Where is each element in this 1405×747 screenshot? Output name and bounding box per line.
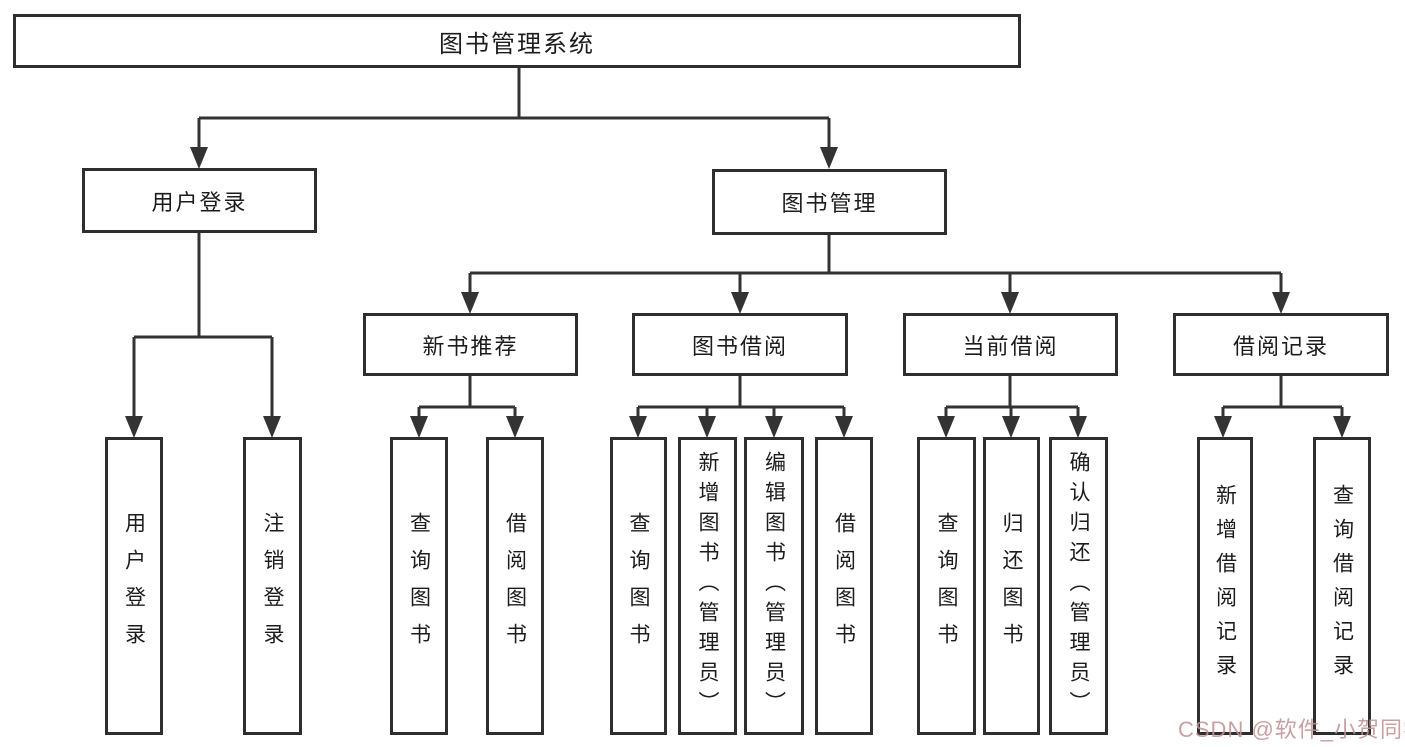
arrow-down-icon [765, 416, 783, 438]
node-label: 编辑图书（管理员） [762, 451, 786, 721]
leaf-query-books-recommend: 查询图书 [390, 437, 448, 735]
leaf-logout: 注销登录 [243, 437, 302, 735]
node-label: 查询图书 [935, 512, 958, 660]
node-label: 借阅记录 [1232, 333, 1329, 359]
arrow-down-icon [629, 416, 647, 438]
node-label: 当前借阅 [962, 333, 1059, 359]
arrow-down-icon [410, 416, 428, 438]
arrow-down-icon [1272, 292, 1290, 314]
arrow-down-icon [1069, 416, 1087, 438]
leaf-return-books: 归还图书 [983, 437, 1040, 735]
leaf-borrow-books-recommend: 借阅图书 [486, 437, 544, 735]
node-label: 查询借阅记录 [1330, 484, 1354, 688]
arrowheads [125, 147, 1351, 438]
leaf-borrow-books: 借阅图书 [815, 437, 873, 735]
node-book-management: 图书管理 [712, 169, 947, 235]
leaf-query-borrow-record: 查询借阅记录 [1313, 437, 1371, 735]
node-library-system-root: 图书管理系统 [13, 14, 1021, 68]
node-label: 新书推荐 [422, 333, 519, 359]
arrow-down-icon [698, 416, 716, 438]
leaf-add-borrow-record: 新增借阅记录 [1197, 437, 1253, 735]
node-label: 注销登录 [261, 512, 284, 660]
node-label: 查询图书 [407, 512, 431, 660]
arrow-down-icon [1214, 416, 1232, 438]
node-label: 借阅图书 [503, 512, 527, 660]
arrow-down-icon [1333, 416, 1351, 438]
arrow-down-icon [937, 416, 955, 438]
node-label: 借阅图书 [832, 512, 856, 660]
arrow-down-icon [506, 416, 524, 438]
node-label: 用户登录 [151, 189, 248, 215]
node-label: 图书管理 [781, 191, 878, 216]
csdn-watermark: CSDN @软件_小贺同学 [1178, 717, 1405, 742]
node-current-borrow: 当前借阅 [903, 313, 1118, 376]
leaf-user-login: 用户登录 [105, 437, 163, 735]
node-label: 确认归还（管理员） [1067, 451, 1090, 721]
node-label: 归还图书 [1000, 512, 1023, 660]
node-label: 用户登录 [122, 512, 146, 660]
node-user-login: 用户登录 [82, 168, 317, 233]
arrow-down-icon [835, 416, 853, 438]
connector-mgmt-to-level3 [468, 235, 1283, 294]
connector-recommend-to-leaves [417, 376, 517, 419]
leaf-confirm-return-admin: 确认归还（管理员） [1049, 437, 1108, 735]
leaf-query-books-current: 查询图书 [917, 437, 976, 735]
connector-records-to-leaves [1221, 376, 1344, 419]
arrow-down-icon [1001, 292, 1019, 314]
node-borrow-records: 借阅记录 [1173, 313, 1389, 376]
leaf-edit-books-admin: 编辑图书（管理员） [744, 437, 804, 735]
node-label: 新增图书（管理员） [696, 451, 719, 721]
arrow-down-icon [461, 292, 479, 314]
arrow-down-icon [731, 292, 749, 314]
node-label: 图书借阅 [691, 333, 788, 359]
connector-login-to-leaves [132, 233, 274, 419]
node-label: 新增借阅记录 [1213, 484, 1237, 688]
arrow-down-icon [263, 416, 281, 438]
connector-current-to-leaves [944, 376, 1080, 419]
node-label: 查询图书 [627, 512, 650, 660]
leaf-add-books-admin: 新增图书（管理员） [678, 437, 737, 735]
node-book-borrow: 图书借阅 [632, 313, 848, 376]
arrow-down-icon [190, 147, 208, 169]
leaf-query-books-borrow: 查询图书 [610, 437, 667, 735]
connector-borrow-to-leaves [636, 376, 846, 419]
connector-root-to-level2 [197, 68, 831, 150]
node-label: 图书管理系统 [439, 30, 595, 58]
arrow-down-icon [1002, 416, 1020, 438]
arrow-down-icon [820, 147, 838, 169]
arrow-down-icon [125, 416, 143, 438]
node-new-book-recommend: 新书推荐 [363, 313, 578, 376]
